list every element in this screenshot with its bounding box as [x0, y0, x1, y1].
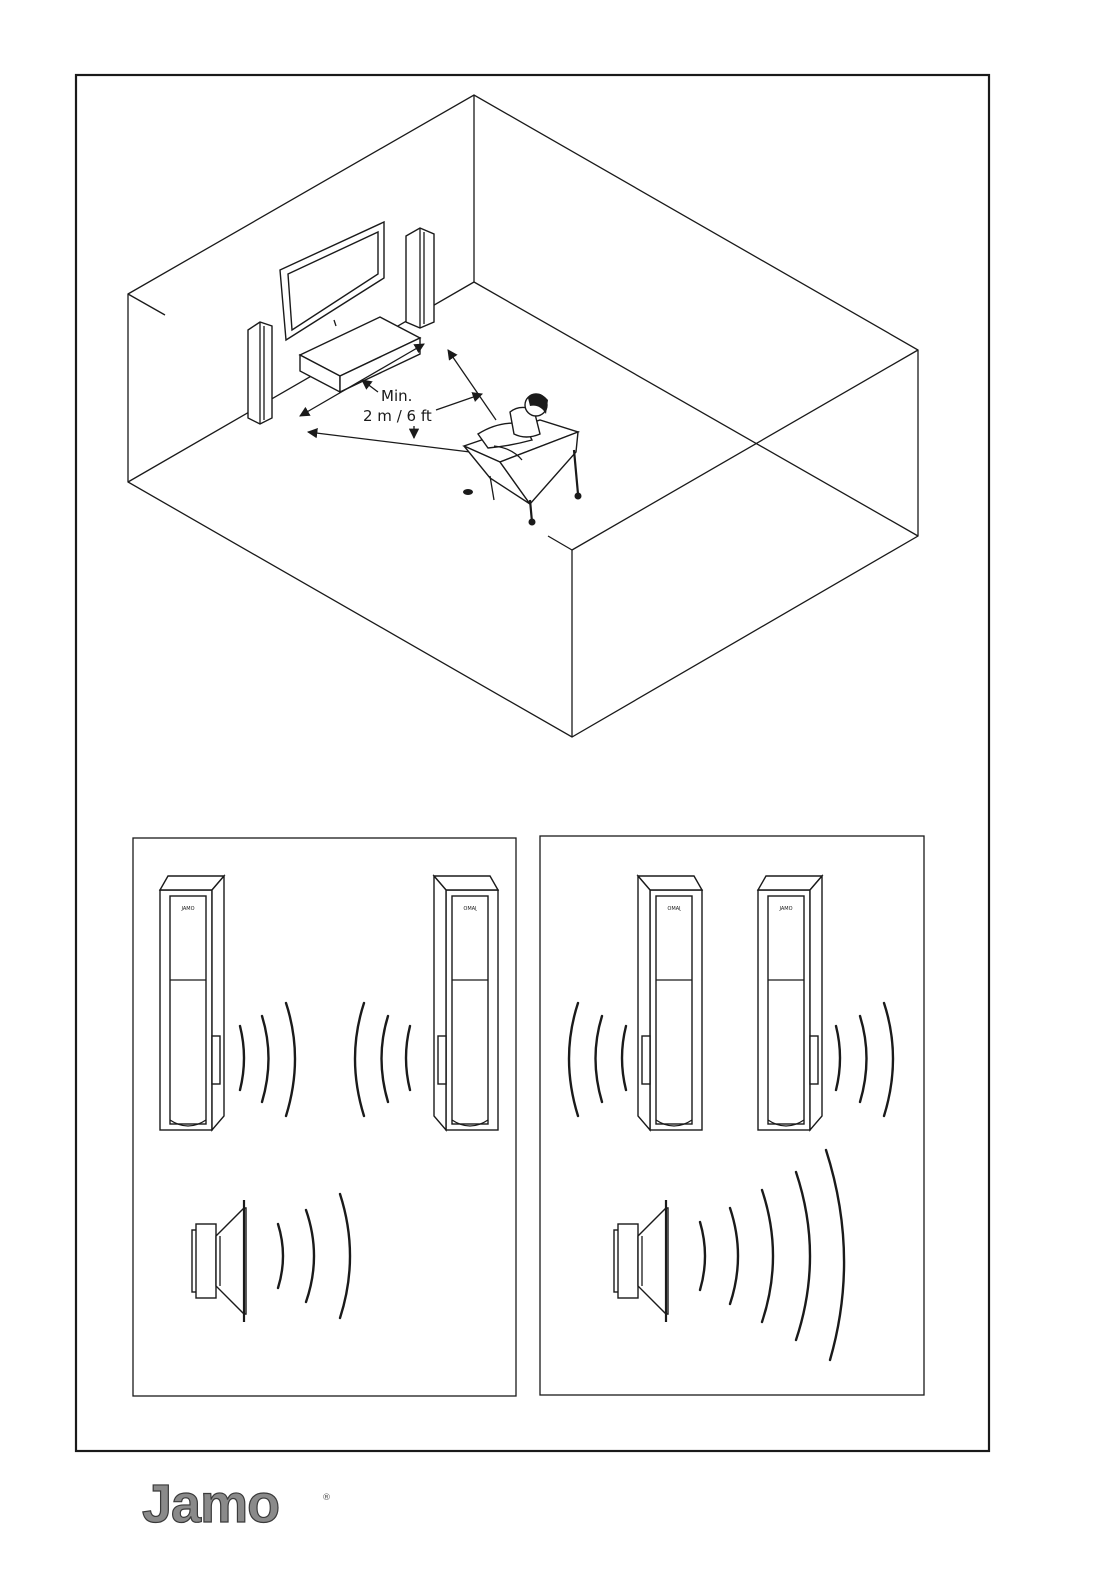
listener-left-arrow	[308, 432, 470, 452]
registered-mark: ®	[322, 1493, 331, 1503]
left-panel-subwoofer	[192, 1200, 246, 1322]
listener-right-arrow	[448, 350, 496, 420]
room-illustration: Min. 2 m / 6 ft	[128, 95, 918, 737]
logo-wordmark: Jamo	[142, 1474, 279, 1534]
right-panel-frame	[540, 836, 924, 1395]
panel-speakers-facing-inward	[133, 838, 516, 1396]
right-panel-tower-right	[758, 876, 822, 1130]
right-front-speaker	[406, 228, 434, 328]
left-front-speaker	[248, 322, 272, 424]
right-panel-tower-left	[638, 876, 702, 1130]
right-panel-subwoofer	[614, 1200, 668, 1322]
panel-speakers-facing-outward	[540, 836, 924, 1395]
left-panel-tower-left	[160, 876, 224, 1130]
jamo-logo: Jamo ®	[142, 1474, 331, 1534]
left-panel-tower-right	[434, 876, 498, 1130]
distance-label-line1: Min.	[381, 387, 412, 405]
listener-in-chair	[463, 393, 582, 525]
distance-label-line2: 2 m / 6 ft	[363, 407, 432, 425]
